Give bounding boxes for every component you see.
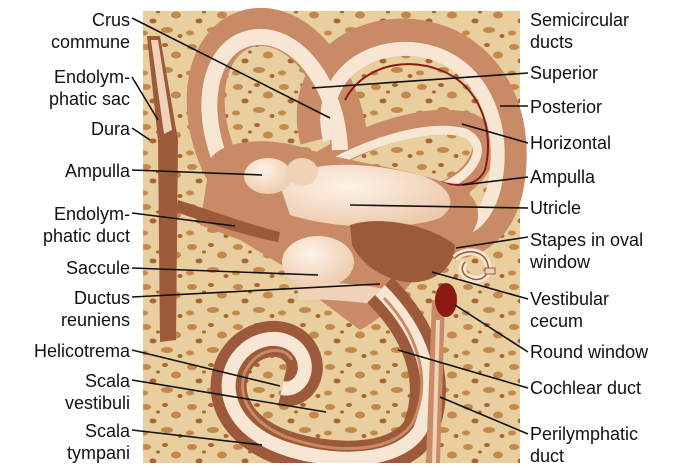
label-utricle: Utricle bbox=[530, 197, 670, 219]
label-dura: Dura bbox=[30, 118, 130, 140]
label-scala-vestibuli: Scala vestibuli bbox=[20, 370, 130, 414]
label-cochlear-duct: Cochlear duct bbox=[530, 377, 675, 399]
label-scala-tympani: Scala tympani bbox=[20, 420, 130, 464]
label-line: Endolym- bbox=[10, 203, 130, 225]
label-stapes-in-oval-window: Stapes in oval window bbox=[530, 229, 675, 273]
ampulla-left-shape bbox=[244, 158, 292, 194]
saccule-shape bbox=[282, 236, 354, 288]
label-line: Posterior bbox=[530, 96, 670, 118]
label-line: window bbox=[530, 251, 675, 273]
label-line: Helicotrema bbox=[5, 340, 130, 362]
label-ampulla-left: Ampulla bbox=[20, 160, 130, 182]
label-helicotrema: Helicotrema bbox=[5, 340, 130, 362]
label-line: reuniens bbox=[20, 309, 130, 331]
label-line: Cochlear duct bbox=[530, 377, 675, 399]
label-superior: Superior bbox=[530, 62, 670, 84]
label-line: vestibuli bbox=[20, 392, 130, 414]
round-window-shape bbox=[435, 283, 457, 317]
ampulla-mid-shape bbox=[286, 158, 318, 186]
label-ductus-reuniens: Ductus reuniens bbox=[20, 287, 130, 331]
label-line: Ampulla bbox=[20, 160, 130, 182]
label-saccule: Saccule bbox=[20, 257, 130, 279]
label-line: Round window bbox=[530, 341, 675, 363]
label-perilymphatic-duct: Perilymphatic duct bbox=[530, 423, 675, 467]
label-line: commune bbox=[20, 31, 130, 53]
label-line: phatic duct bbox=[10, 225, 130, 247]
label-line: Saccule bbox=[20, 257, 130, 279]
label-endolymphatic-duct: Endolym- phatic duct bbox=[10, 203, 130, 247]
label-line: Endolym- bbox=[10, 66, 130, 88]
label-semicircular-ducts: Semicircular ducts bbox=[530, 9, 670, 53]
label-vestibular-cecum: Vestibular cecum bbox=[530, 288, 670, 332]
label-line: Scala bbox=[20, 420, 130, 442]
label-line: Vestibular bbox=[530, 288, 670, 310]
label-line: Utricle bbox=[530, 197, 670, 219]
label-line: Superior bbox=[530, 62, 670, 84]
label-line: Ampulla bbox=[530, 166, 670, 188]
label-line: Ductus bbox=[20, 287, 130, 309]
label-line: Horizontal bbox=[530, 132, 670, 154]
label-line: Dura bbox=[30, 118, 130, 140]
label-line: Semicircular bbox=[530, 9, 670, 31]
label-horizontal: Horizontal bbox=[530, 132, 670, 154]
label-line: phatic sac bbox=[10, 88, 130, 110]
label-round-window: Round window bbox=[530, 341, 675, 363]
label-ampulla-right: Ampulla bbox=[530, 166, 670, 188]
label-posterior: Posterior bbox=[530, 96, 670, 118]
label-line: Stapes in oval bbox=[530, 229, 675, 251]
label-line: duct bbox=[530, 445, 675, 467]
label-endolymphatic-sac: Endolym- phatic sac bbox=[10, 66, 130, 110]
label-line: cecum bbox=[530, 310, 670, 332]
label-line: Perilymphatic bbox=[530, 423, 675, 445]
label-line: Scala bbox=[20, 370, 130, 392]
label-line: ducts bbox=[530, 31, 670, 53]
label-line: Crus bbox=[20, 9, 130, 31]
label-crus-commune: Crus commune bbox=[20, 9, 130, 53]
label-line: tympani bbox=[20, 442, 130, 464]
